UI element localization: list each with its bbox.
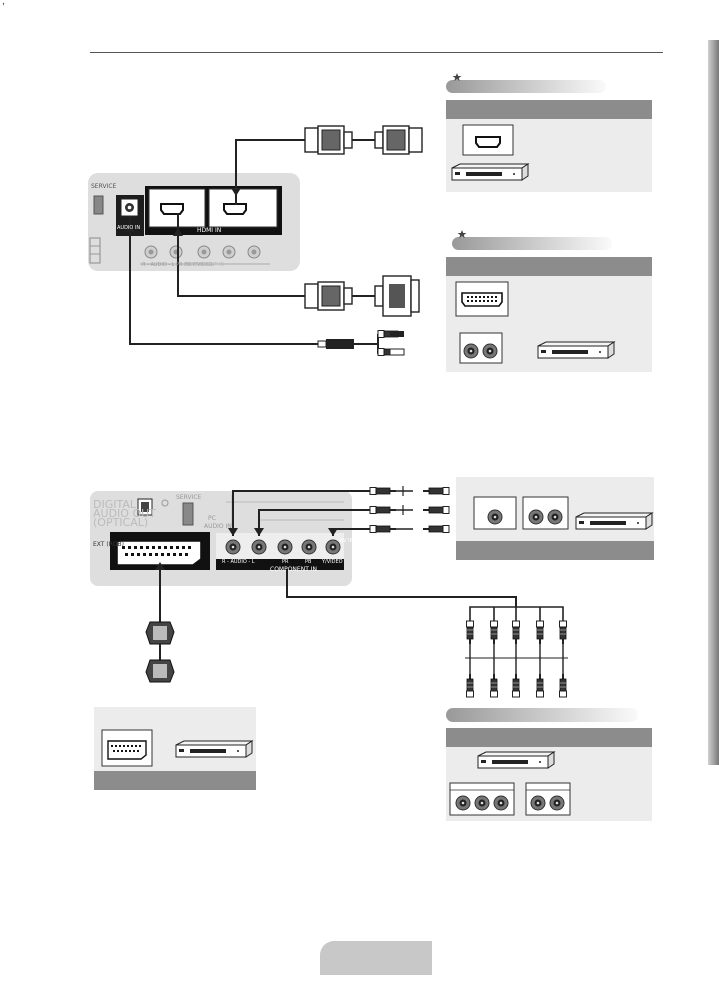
pc-audio-in-label-1: PC bbox=[208, 515, 216, 522]
section-header-pill-hdmi bbox=[446, 80, 606, 93]
star-icon bbox=[457, 230, 467, 238]
star-icon bbox=[452, 73, 462, 81]
dvd-player-icon bbox=[175, 740, 253, 758]
hdmi-port-icon bbox=[475, 136, 501, 148]
hdmi-in-block-top bbox=[145, 186, 282, 235]
ext-rgb-label: EXT (RGB) bbox=[93, 541, 124, 548]
section-header-pill-dvi bbox=[452, 237, 612, 250]
right-sidebar-tab bbox=[708, 40, 719, 765]
hdmi-port-icon bbox=[223, 203, 247, 215]
dvd-player-icon bbox=[451, 163, 529, 181]
audio-cable bbox=[125, 216, 405, 356]
corner-mark: , bbox=[2, 0, 5, 7]
page-number-tab bbox=[320, 941, 432, 975]
hdmi-dvi-cable bbox=[173, 213, 420, 317]
device-box-dvi-bar bbox=[446, 257, 652, 276]
rca-plug-icon bbox=[490, 673, 498, 698]
component-out-device-icon bbox=[449, 782, 515, 816]
component-jacks-top-faded bbox=[140, 245, 270, 265]
rca-plug-icon bbox=[536, 620, 544, 645]
av-in-label: AV IN bbox=[340, 538, 354, 544]
hdmi-port-2-label: 2 bbox=[272, 203, 276, 210]
optical-label: (OPTICAL) bbox=[93, 516, 149, 529]
jack-label-y-video: Y/VIDEO bbox=[322, 559, 343, 565]
jack-label-audio: R - AUDIO - L bbox=[222, 559, 255, 565]
service-port-top bbox=[93, 195, 104, 215]
rca-plug-icon bbox=[559, 673, 567, 698]
component-sub-label-top: COMPONENT IN bbox=[185, 262, 225, 268]
scart-cable bbox=[145, 562, 175, 683]
scart-device-icon bbox=[101, 729, 153, 767]
device-box-scart-bar bbox=[94, 771, 256, 790]
audio-out-device-icon-top bbox=[459, 332, 503, 364]
hdmi-port-icon bbox=[160, 203, 184, 215]
audio-in-port-top bbox=[116, 195, 144, 236]
service-port-bottom bbox=[182, 502, 194, 526]
device-box-av-bar bbox=[456, 541, 654, 560]
service-label-top: SERVICE bbox=[91, 183, 117, 190]
dvd-player-icon bbox=[477, 751, 555, 769]
hdmi-cable bbox=[231, 125, 423, 205]
section-header-pill-component bbox=[446, 708, 638, 722]
device-box-hdmi-bar bbox=[446, 100, 652, 119]
dvi-port-icon bbox=[461, 292, 503, 307]
av-cables bbox=[228, 486, 450, 536]
dvi-port-device-icon bbox=[455, 281, 509, 317]
component-jack-block bbox=[216, 501, 344, 570]
hdmi-port-1-label: 1 bbox=[150, 196, 154, 203]
component-cable bbox=[286, 570, 568, 698]
audio-out-device-icon-av bbox=[522, 496, 569, 530]
hdmi-in-label: HDMI IN bbox=[197, 227, 222, 234]
dvd-player-icon bbox=[575, 512, 653, 530]
rca-plug-icon bbox=[466, 673, 474, 698]
pc-audio-in-label-2: AUDIO IN bbox=[204, 523, 232, 530]
rca-plug-icon bbox=[466, 620, 474, 645]
rca-plug-icon bbox=[512, 673, 520, 698]
optical-audio-port bbox=[137, 498, 169, 516]
rca-plug-icon bbox=[536, 673, 544, 698]
audio-out-label: AUDIO OUT bbox=[93, 507, 156, 520]
video-out-device-icon bbox=[473, 496, 517, 530]
rca-plug-icon bbox=[490, 620, 498, 645]
jack-label-pr: PR bbox=[282, 559, 289, 565]
rca-plug-icon bbox=[559, 620, 567, 645]
jack-label-pb: PB bbox=[305, 559, 312, 565]
pc-connector-top bbox=[89, 237, 101, 264]
component-in-label-bottom: COMPONENT IN bbox=[270, 566, 318, 573]
service-label-bottom: SERVICE bbox=[176, 494, 202, 501]
dvd-player-icon bbox=[537, 341, 615, 359]
component-row-label-top: R - AUDIO - L PR PB Y/VIDEO bbox=[142, 262, 213, 268]
top-rule bbox=[90, 52, 663, 53]
digital-label: DIGITAL bbox=[93, 498, 137, 511]
hdmi-port-device-icon bbox=[462, 124, 514, 156]
scart-connector-icon bbox=[116, 540, 202, 566]
rca-plug-icon bbox=[512, 620, 520, 645]
audio-in-label-top: AUDIO IN bbox=[117, 225, 141, 231]
audio-out-device-icon-component bbox=[525, 782, 571, 816]
device-box-component-bar bbox=[446, 728, 652, 747]
